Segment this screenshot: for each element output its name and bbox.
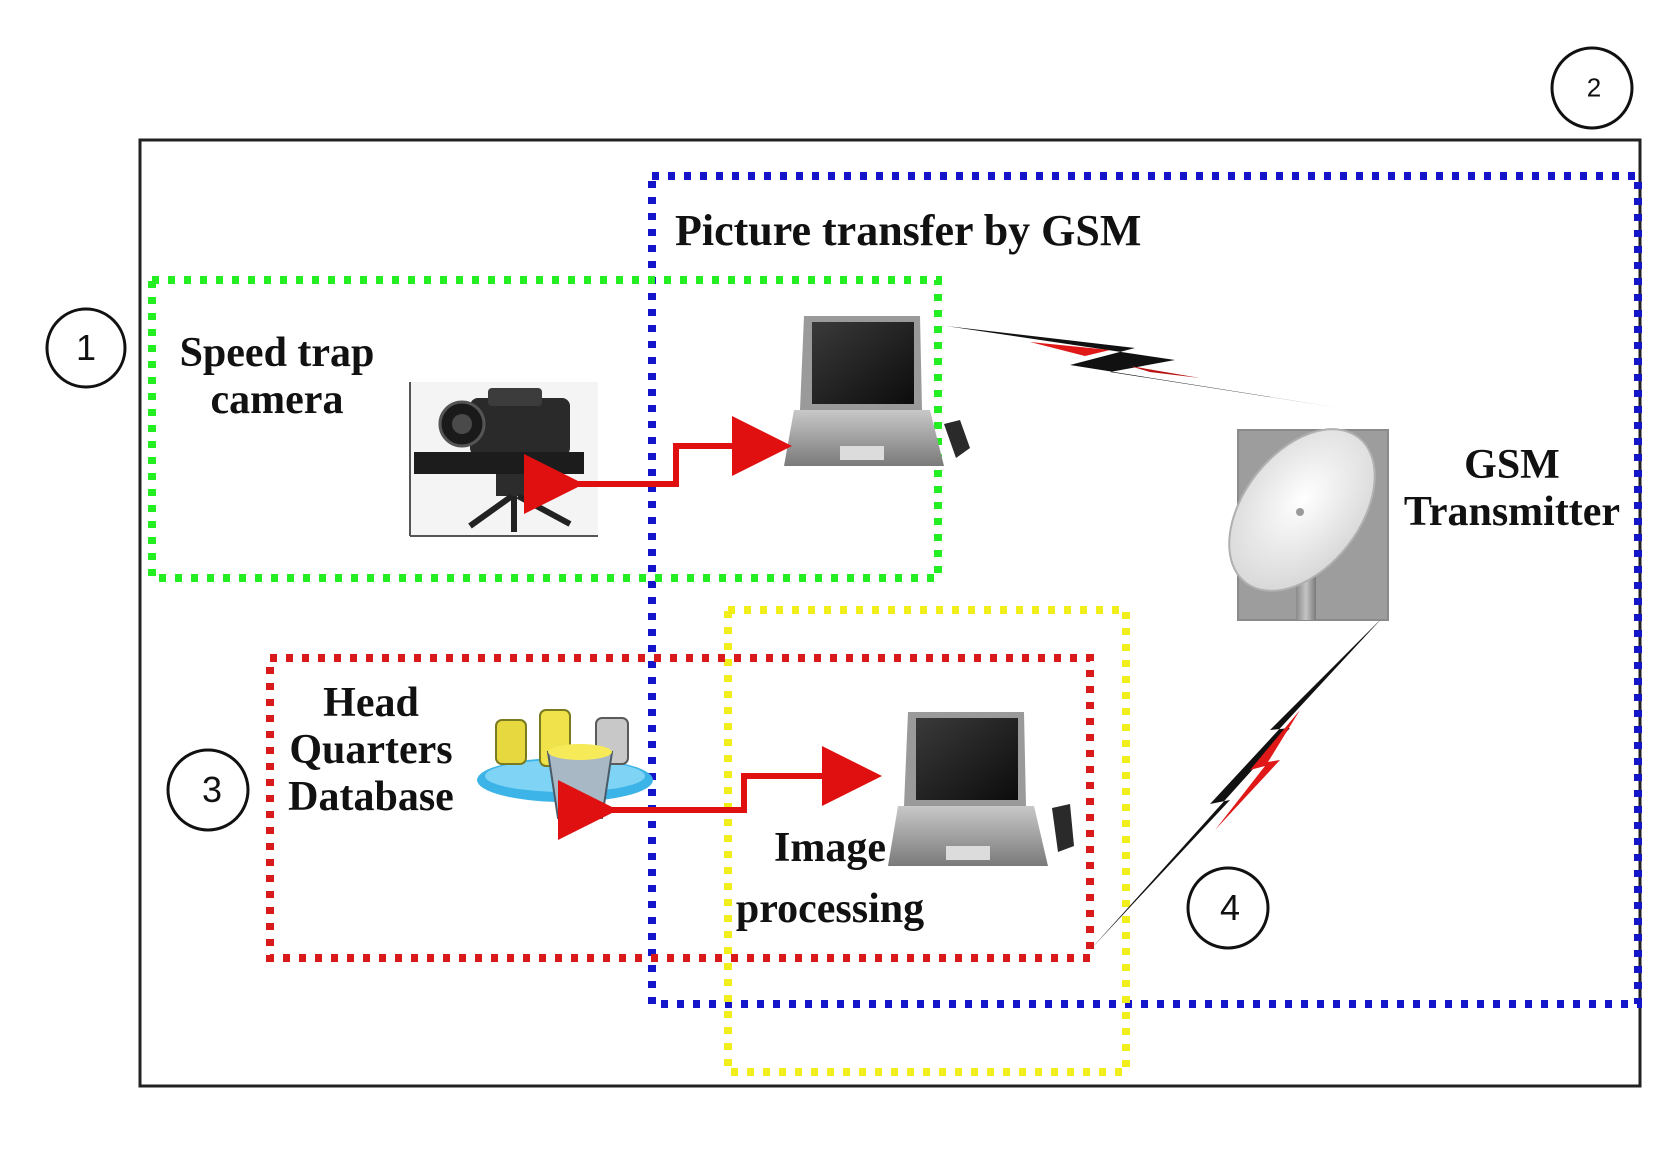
database-imageprocessing-arrow bbox=[558, 746, 882, 840]
video-camera-icon bbox=[409, 382, 598, 537]
marker-circle-2 bbox=[1550, 46, 1634, 130]
speed-trap-line1: Speed trap bbox=[179, 330, 375, 376]
green-region-box bbox=[148, 276, 942, 582]
gsm-line2: Transmitter bbox=[1403, 489, 1621, 536]
outer-frame bbox=[138, 138, 1642, 1088]
camera-laptop-arrow bbox=[524, 416, 792, 514]
wireless-link-top-icon bbox=[946, 326, 1340, 408]
satellite-dish-icon bbox=[1228, 428, 1389, 621]
hq-line2: Quarters bbox=[289, 727, 453, 774]
laptop-icon-image-processing bbox=[888, 712, 1074, 866]
yellow-region-box bbox=[724, 606, 1130, 1076]
image-line1: Image bbox=[774, 825, 886, 871]
speed-trap-camera-label: Speed trap camera bbox=[172, 330, 382, 424]
marker-number-1: 1 bbox=[75, 327, 97, 368]
blue-region-box bbox=[648, 172, 1642, 1008]
marker-circle-4 bbox=[1186, 866, 1270, 950]
hq-line3: Database bbox=[288, 774, 454, 821]
marker-circle-3 bbox=[166, 748, 250, 832]
marker-number-3: 3 bbox=[201, 769, 223, 810]
marker-number-2: 2 bbox=[1586, 72, 1602, 103]
gsm-line1: GSM bbox=[1464, 442, 1560, 488]
image-processing-label: Image processing bbox=[730, 818, 930, 940]
marker-circle-1 bbox=[45, 307, 127, 389]
hq-database-label: Head Quarters Database bbox=[286, 680, 456, 821]
speed-trap-line2: camera bbox=[210, 377, 344, 424]
laptop-icon bbox=[784, 316, 970, 466]
wireless-link-bottom-icon bbox=[1090, 616, 1384, 950]
image-line2: processing bbox=[735, 885, 925, 932]
hq-line1: Head bbox=[323, 680, 419, 726]
gsm-transmitter-label: GSM Transmitter bbox=[1396, 442, 1628, 536]
database-icon bbox=[477, 709, 653, 819]
picture-transfer-label: Picture transfer by GSM bbox=[675, 206, 1142, 255]
marker-number-4: 4 bbox=[1219, 887, 1241, 928]
